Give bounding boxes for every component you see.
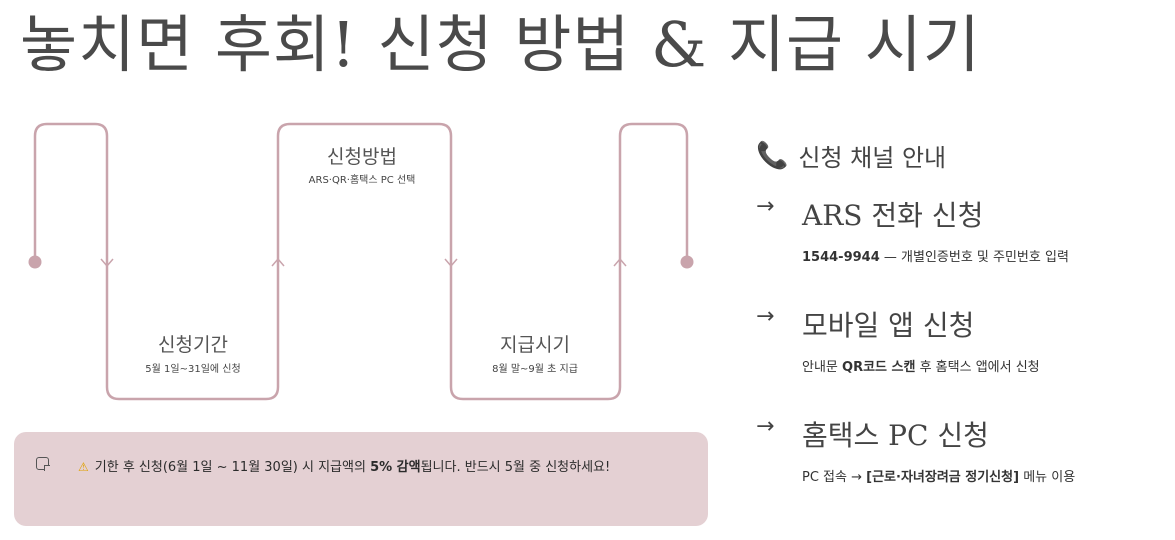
chevron-down-icon: [100, 258, 114, 268]
note-text-before: 기한 후 신청(6월 1일 ~ 11월 30일) 시 지급액의: [94, 460, 371, 475]
step-payment-desc: 8월 말~9월 초 지급: [492, 364, 578, 375]
channel-heading: 📞 신청 채널 안내: [756, 138, 1166, 173]
channel-guide: 📞 신청 채널 안내 → ARS 전화 신청 1544-9944 — 개별인증번…: [756, 138, 1166, 486]
channel-item-title: ARS 전화 신청: [802, 199, 984, 232]
channel-item-title: 홈택스 PC 신청: [802, 419, 989, 452]
step-payment-title: 지급시기: [500, 334, 570, 356]
step-period: 신청기간 5월 1일~31일에 신청: [113, 330, 273, 376]
phone-icon: 📞: [756, 140, 789, 171]
deadline-warning-note: ⚠ 기한 후 신청(6월 1일 ~ 11월 30일) 시 지급액의 5% 감액됩니…: [14, 432, 708, 526]
step-period-title: 신청기간: [158, 334, 228, 356]
arrow-right-icon: →: [756, 194, 775, 219]
step-payment: 지급시기 8월 말~9월 초 지급: [457, 330, 613, 376]
channel-desc-before: PC 접속 →: [802, 470, 867, 485]
chevron-up-icon: [271, 257, 285, 267]
chevron-down-icon: [444, 258, 458, 268]
arrow-right-icon: →: [756, 414, 775, 439]
channel-item-title: 모바일 앱 신청: [802, 309, 975, 342]
timeline-path: [33, 122, 689, 401]
step-period-desc: 5월 1일~31일에 신청: [145, 364, 241, 375]
ars-phone-number: 1544-9944: [802, 250, 880, 265]
channel-item-desc: PC 접속 → [근로·자녀장려금 정기신청] 메뉴 이용: [802, 466, 1075, 485]
channel-desc-after: — 개별인증번호 및 주민번호 입력: [879, 250, 1069, 265]
channel-desc-after: 후 홈택스 앱에서 신청: [915, 360, 1040, 375]
channel-desc-bold: [근로·자녀장려금 정기신청]: [866, 470, 1020, 485]
note-text-after: 됩니다. 반드시 5월 중 신청하세요!: [420, 460, 611, 475]
channel-desc-bold: QR코드 스캔: [842, 360, 916, 375]
channel-item-desc: 1544-9944 — 개별인증번호 및 주민번호 입력: [802, 246, 1069, 265]
note-text-bold: 5% 감액: [370, 460, 421, 475]
warning-icon: ⚠: [78, 460, 89, 474]
arrow-right-icon: →: [756, 304, 775, 329]
channel-item-desc: 안내문 QR코드 스캔 후 홈택스 앱에서 신청: [802, 356, 1040, 375]
channel-heading-text: 신청 채널 안내: [798, 144, 947, 172]
note-icon: [36, 457, 50, 471]
timeline-start-dot: [28, 255, 42, 269]
timeline-end-dot: [680, 255, 694, 269]
step-method: 신청방법 ARS·QR·홈택스 PC 선택: [302, 142, 422, 187]
page-title: 놓치면 후회! 신청 방법 & 지급 시기: [20, 8, 981, 81]
step-method-desc: ARS·QR·홈택스 PC 선택: [308, 175, 416, 186]
channel-desc-before: 안내문: [802, 360, 843, 375]
step-method-title: 신청방법: [327, 146, 397, 168]
timeline-diagram: [28, 122, 694, 401]
channel-desc-after: 메뉴 이용: [1019, 470, 1076, 485]
chevron-up-icon: [613, 257, 627, 267]
